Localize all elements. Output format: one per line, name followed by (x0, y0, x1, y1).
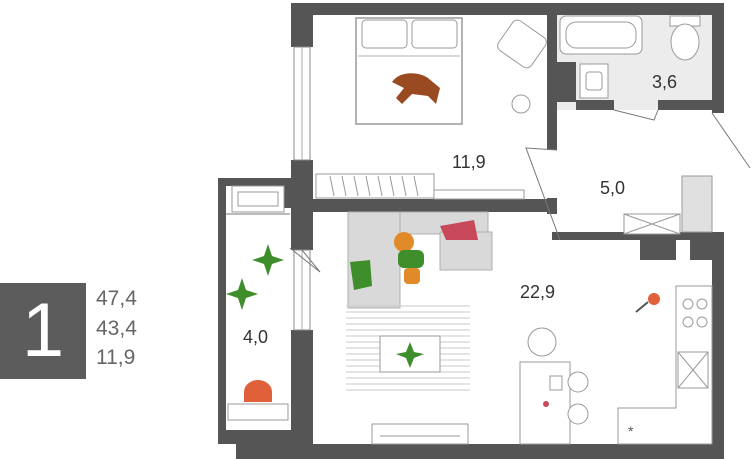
dining-set (519, 327, 589, 445)
plant-icon (226, 278, 258, 310)
room-count-badge: 1 (0, 283, 86, 379)
person-icon (394, 232, 424, 284)
wardrobe (315, 173, 525, 200)
hallway-area: 5,0 (600, 178, 625, 198)
kitchen: * (617, 285, 713, 445)
pillow-icon (440, 220, 478, 240)
dog-icon (392, 73, 440, 104)
bed (355, 17, 463, 125)
total-area: 47,4 (96, 287, 137, 310)
room-count: 1 (21, 288, 65, 373)
hallway-furniture (623, 175, 713, 235)
floor-lamp (511, 94, 531, 114)
rug (346, 305, 470, 391)
plant-icon (252, 244, 284, 276)
tv-unit (371, 423, 469, 445)
balcony-furniture (226, 185, 289, 421)
bathroom-fixtures (559, 15, 701, 99)
chair-icon (244, 380, 272, 402)
pillow-icon (350, 260, 372, 290)
balcony-area: 4,0 (243, 327, 268, 347)
living-area-label: 22,9 (520, 282, 555, 302)
bedroom-area: 11,9 (452, 152, 486, 172)
plant-icon (396, 342, 424, 368)
sofa (347, 211, 493, 309)
room-area: 11,9 (96, 346, 136, 369)
armchair (497, 19, 547, 69)
area-summary: 47,4 43,4 11,9 (96, 284, 137, 373)
doors (226, 109, 751, 273)
robot-vacuum-icon (635, 293, 660, 313)
bathroom-area: 3,6 (652, 72, 677, 92)
living-area: 43,4 (96, 316, 137, 340)
svg-text:*: * (628, 423, 634, 439)
walls (218, 3, 724, 459)
